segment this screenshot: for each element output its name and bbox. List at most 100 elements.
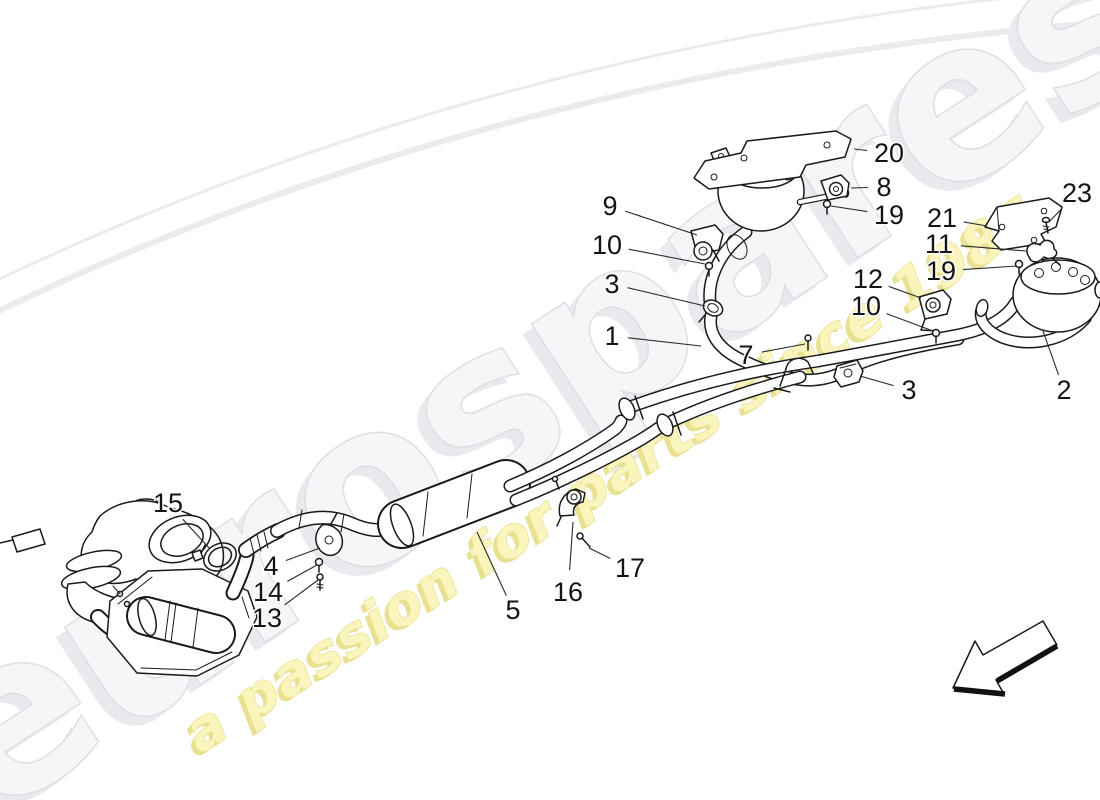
callout-number-3[interactable]: 3	[900, 374, 918, 407]
direction-arrow-icon	[952, 620, 1059, 697]
bracket-21-drawing	[984, 197, 1063, 251]
callout-1: 1	[603, 320, 702, 353]
callout-number-15[interactable]: 15	[151, 487, 184, 520]
leader-line	[569, 521, 574, 571]
callout-5: 5	[476, 531, 522, 627]
fastener-10-right-drawing	[931, 328, 941, 344]
callout-number-23[interactable]: 23	[1060, 177, 1093, 210]
callout-13: 13	[250, 579, 319, 635]
callout-9: 9	[601, 190, 698, 236]
callout-10: 10	[849, 290, 934, 332]
callout-number-1[interactable]: 1	[603, 320, 621, 353]
callout-3: 3	[859, 374, 918, 407]
leader-line	[625, 210, 698, 236]
callout-11: 11	[923, 228, 1027, 261]
leader-line	[1042, 330, 1060, 376]
callout-number-16[interactable]: 16	[551, 576, 584, 609]
callout-number-9[interactable]: 9	[601, 190, 619, 223]
callout-20: 20	[853, 137, 906, 170]
callout-8: 8	[850, 171, 893, 204]
leader-line	[850, 186, 869, 189]
fastener-14-drawing	[314, 557, 324, 573]
callout-number-11[interactable]: 11	[923, 228, 954, 261]
leader-line	[627, 287, 706, 307]
bracket-16-drawing	[551, 475, 586, 527]
arrow-shadow-edge	[953, 686, 1006, 697]
crossover-pipes-drawing	[503, 225, 1023, 507]
fastener-10-left-drawing	[704, 261, 714, 277]
callout-12: 12	[851, 263, 922, 299]
leader-line	[962, 265, 1018, 271]
clamp-3-left-drawing	[698, 299, 724, 323]
callout-number-8[interactable]: 8	[875, 171, 893, 204]
callout-number-10[interactable]: 10	[590, 229, 623, 262]
screw-13-drawing	[316, 573, 324, 591]
callout-21: 21	[925, 202, 988, 235]
leader-line	[886, 313, 934, 332]
callout-number-2[interactable]: 2	[1055, 374, 1073, 407]
bracket-20-drawing	[693, 130, 852, 190]
swoosh-arc	[0, 19, 1100, 314]
leader-line	[853, 148, 868, 152]
watermark-swoosh	[0, 0, 1100, 314]
fastener-19-right-drawing	[1014, 259, 1024, 275]
callout-2: 2	[1042, 330, 1073, 407]
mount-12-drawing	[918, 289, 952, 332]
leader-line	[287, 564, 318, 582]
clamp-11-drawing	[1026, 239, 1061, 266]
screw-23-drawing	[1041, 216, 1051, 234]
leader-line	[284, 579, 319, 606]
mount-4-drawing	[315, 512, 344, 557]
callout-number-7[interactable]: 7	[737, 339, 755, 372]
leader-line	[627, 337, 702, 347]
front-silencer-drawing	[377, 459, 531, 549]
arrow-shadow-edge	[995, 643, 1059, 684]
leader-line	[1048, 208, 1063, 223]
leader-line	[476, 531, 507, 596]
mount-8-drawing	[820, 174, 850, 201]
mount-3-right-drawing	[833, 359, 864, 388]
callout-19: 19	[924, 255, 1018, 288]
callout-3: 3	[603, 268, 706, 307]
leader-line	[960, 245, 1027, 252]
callout-19: 19	[830, 199, 906, 232]
callout-number-19[interactable]: 19	[924, 255, 957, 288]
leader-line	[830, 205, 868, 213]
callout-number-4[interactable]: 4	[262, 550, 280, 583]
callout-16: 16	[551, 521, 585, 609]
bolt-7-drawing	[804, 334, 812, 351]
callout-14: 14	[251, 564, 318, 609]
callout-number-20[interactable]: 20	[872, 137, 905, 170]
callout-15: 15	[151, 487, 211, 550]
leader-line	[182, 518, 211, 550]
callout-17: 17	[588, 547, 647, 585]
leader-line	[963, 221, 988, 227]
leader-line	[888, 285, 922, 299]
callout-number-21[interactable]: 21	[925, 202, 958, 235]
slip-joint-mouth	[656, 413, 674, 437]
catalyst-assembly-drawing	[0, 498, 258, 677]
flange-wing	[11, 528, 46, 553]
flex-ribs	[249, 531, 269, 555]
callout-number-5[interactable]: 5	[504, 594, 522, 627]
callout-number-3[interactable]: 3	[603, 268, 621, 301]
callout-number-13[interactable]: 13	[250, 602, 283, 635]
leader-line	[285, 547, 321, 562]
hanger-bracket-drawing	[773, 357, 814, 393]
fastener-19-left-drawing	[822, 199, 832, 215]
callout-4: 4	[262, 547, 321, 583]
swoosh-arc-thin	[0, 0, 1002, 281]
callout-number-12[interactable]: 12	[851, 263, 884, 296]
callout-10: 10	[590, 229, 706, 265]
callout-number-19[interactable]: 19	[872, 199, 905, 232]
leader-line	[588, 547, 611, 559]
mount-9-drawing	[690, 224, 724, 262]
callout-number-10[interactable]: 10	[849, 290, 882, 323]
callout-number-14[interactable]: 14	[251, 576, 284, 609]
leader-line	[628, 248, 706, 265]
callout-number-17[interactable]: 17	[613, 552, 646, 585]
